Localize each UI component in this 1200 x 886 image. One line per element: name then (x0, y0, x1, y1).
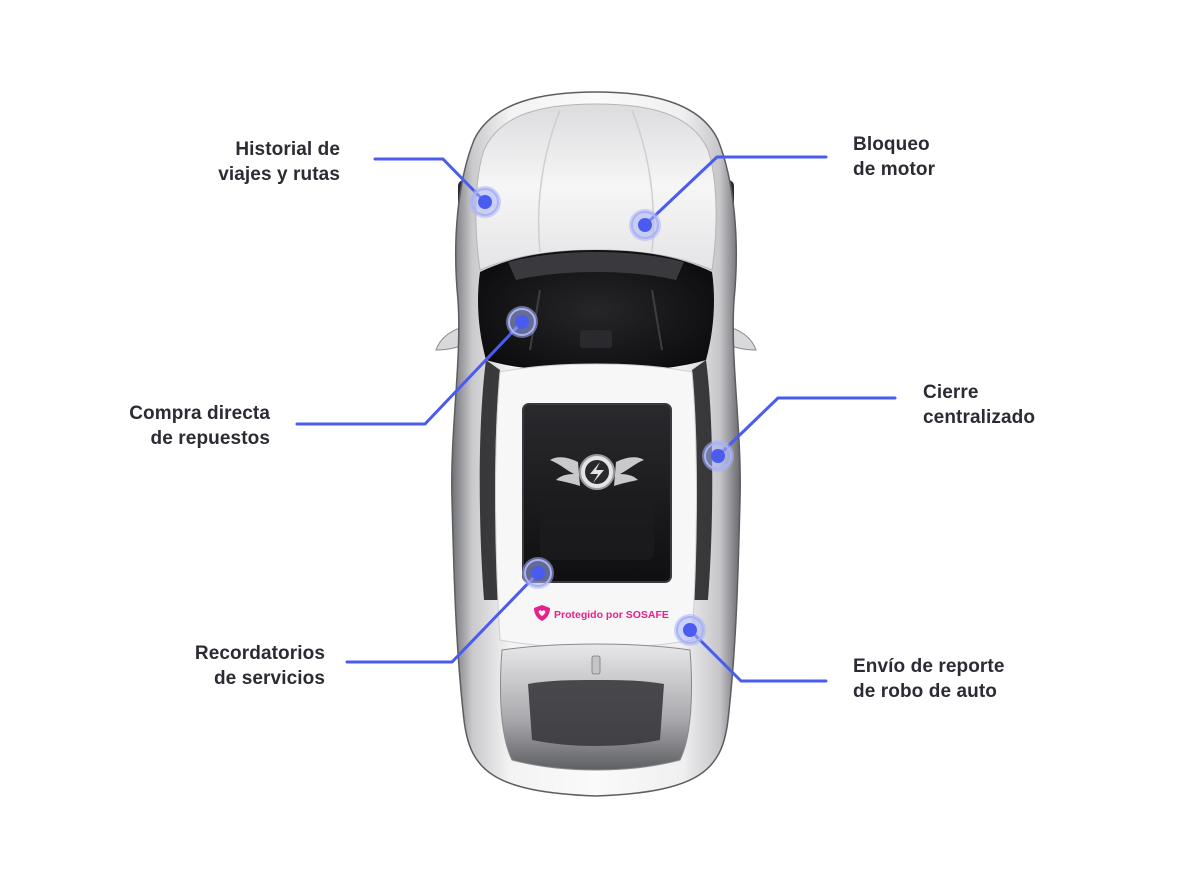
shield-heart-icon (534, 605, 550, 621)
label-envio-line-2: de robo de auto (853, 681, 997, 702)
hotspots (469, 186, 734, 646)
label-historial: Historial de viajes y rutas (140, 137, 340, 187)
connector-lines (295, 155, 897, 683)
windshield (478, 250, 714, 372)
label-historial-line-2: viajes y rutas (218, 164, 340, 185)
label-compra-line-2: de repuestos (150, 428, 270, 449)
label-cierre: Cierre centralizado (923, 380, 1123, 430)
connector-cierre (716, 396, 897, 458)
label-historial-line-1: Historial de (235, 139, 340, 160)
label-compra: Compra directa de repuestos (70, 401, 270, 451)
label-compra-line-1: Compra directa (129, 403, 270, 424)
connector-envio (688, 628, 828, 683)
label-bloqueo: Bloqueo de motor (853, 132, 1053, 182)
hotspot-bloqueo[interactable] (629, 209, 661, 241)
hotspot-cierre[interactable] (702, 440, 734, 472)
hotspot-envio[interactable] (674, 614, 706, 646)
label-cierre-line-2: centralizado (923, 407, 1036, 428)
hotspot-historial[interactable] (469, 186, 501, 218)
connector-recordatorios (345, 571, 540, 664)
winged-lightning-logo-icon (550, 454, 644, 490)
label-recordatorios-line-2: de servicios (213, 668, 325, 689)
connector-historial (373, 157, 487, 204)
connector-bloqueo (643, 155, 828, 227)
label-bloqueo-line-2: de motor (853, 159, 936, 180)
hotspot-compra[interactable] (506, 306, 538, 338)
label-envio-line-1: Envío de reporte (853, 656, 1005, 677)
label-recordatorios-line-1: Recordatorios (194, 643, 325, 664)
label-envio: Envío de reporte de robo de auto (853, 654, 1093, 704)
connector-compra (295, 320, 524, 426)
hood (475, 103, 717, 271)
brand-text: Protegido por SOSAFE (554, 609, 669, 621)
label-bloqueo-line-1: Bloqueo (853, 134, 930, 155)
label-cierre-line-1: Cierre (923, 382, 979, 403)
hotspot-recordatorios[interactable] (522, 557, 554, 589)
label-recordatorios: Recordatorios de servicios (125, 641, 325, 691)
